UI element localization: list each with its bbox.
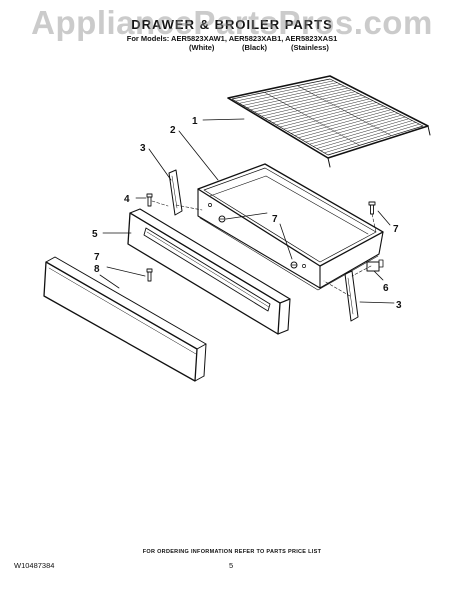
- rack-wire: [253, 89, 352, 113]
- rack-wire: [290, 107, 388, 134]
- rack-cross-wire: [297, 85, 392, 136]
- rack-wire: [316, 120, 413, 149]
- callout-7-right: 7: [393, 224, 399, 235]
- rack-wire: [298, 111, 395, 138]
- rack-wire: [235, 80, 334, 102]
- rack-wire: [257, 91, 356, 115]
- document-id: W10487384: [14, 561, 55, 570]
- screw-upper-right: [368, 201, 376, 215]
- page-number: 5: [229, 561, 234, 570]
- screw-drawer-side: [218, 215, 226, 223]
- rack-wire: [250, 87, 349, 110]
- rack-wire: [305, 114, 402, 143]
- callout-8: 8: [94, 264, 100, 275]
- screw-drawer-front: [290, 261, 298, 269]
- callout-7-trim: 7: [94, 252, 100, 263]
- rack-wire: [272, 98, 370, 123]
- rack-wire: [261, 93, 359, 117]
- assembly-lines: [151, 200, 377, 297]
- rack-cross-wire: [264, 92, 360, 146]
- rack-wire: [265, 95, 363, 119]
- callout-7-drawer: 7: [272, 214, 278, 225]
- rack-wire: [268, 96, 366, 121]
- drawer-pan: [197, 163, 384, 291]
- oven-rack: [227, 75, 431, 168]
- rack-wire: [320, 122, 417, 151]
- rack-wire: [246, 86, 345, 108]
- ordering-note: FOR ORDERING INFORMATION REFER TO PARTS …: [142, 549, 322, 555]
- rack-wire: [242, 84, 341, 106]
- model-list: For Models: AER5823XAW1, AER5823XAB1, AE…: [126, 34, 338, 43]
- drawer-slide-left: [168, 169, 183, 216]
- finish-black: (Black): [242, 43, 268, 52]
- callout-5: 5: [92, 229, 98, 240]
- rack-wire: [313, 118, 409, 147]
- callout-2: 2: [170, 125, 176, 136]
- rack-wire: [301, 113, 399, 141]
- callout-3-right: 3: [396, 300, 402, 311]
- shoulder-screw: [146, 193, 153, 207]
- callout-6: 6: [383, 283, 389, 294]
- page-title: DRAWER & BROILER PARTS: [131, 17, 333, 32]
- rack-wire: [239, 82, 338, 104]
- rack-wire: [309, 116, 406, 145]
- rack-wire: [324, 123, 420, 154]
- broiler-trim-panel: [43, 256, 207, 382]
- callout-numbers: 1 2 3 4 5 7 8 7 7 6 3: [92, 116, 402, 311]
- callout-3-left: 3: [140, 143, 146, 154]
- drawer-slide-right: [344, 270, 359, 322]
- bracket: [366, 259, 384, 272]
- finish-white: (White): [189, 43, 215, 52]
- rack-wire: [294, 109, 392, 136]
- screw-trim: [146, 268, 153, 282]
- callout-4: 4: [124, 194, 130, 205]
- callout-1: 1: [192, 116, 198, 127]
- rack-wire: [279, 102, 377, 128]
- drawer-front-panel: [127, 208, 291, 335]
- leader-lines: [99, 118, 395, 304]
- rack-wire: [283, 104, 381, 130]
- finish-stainless: (Stainless): [291, 43, 329, 52]
- rack-wire: [287, 105, 384, 132]
- rack-wire: [276, 100, 374, 126]
